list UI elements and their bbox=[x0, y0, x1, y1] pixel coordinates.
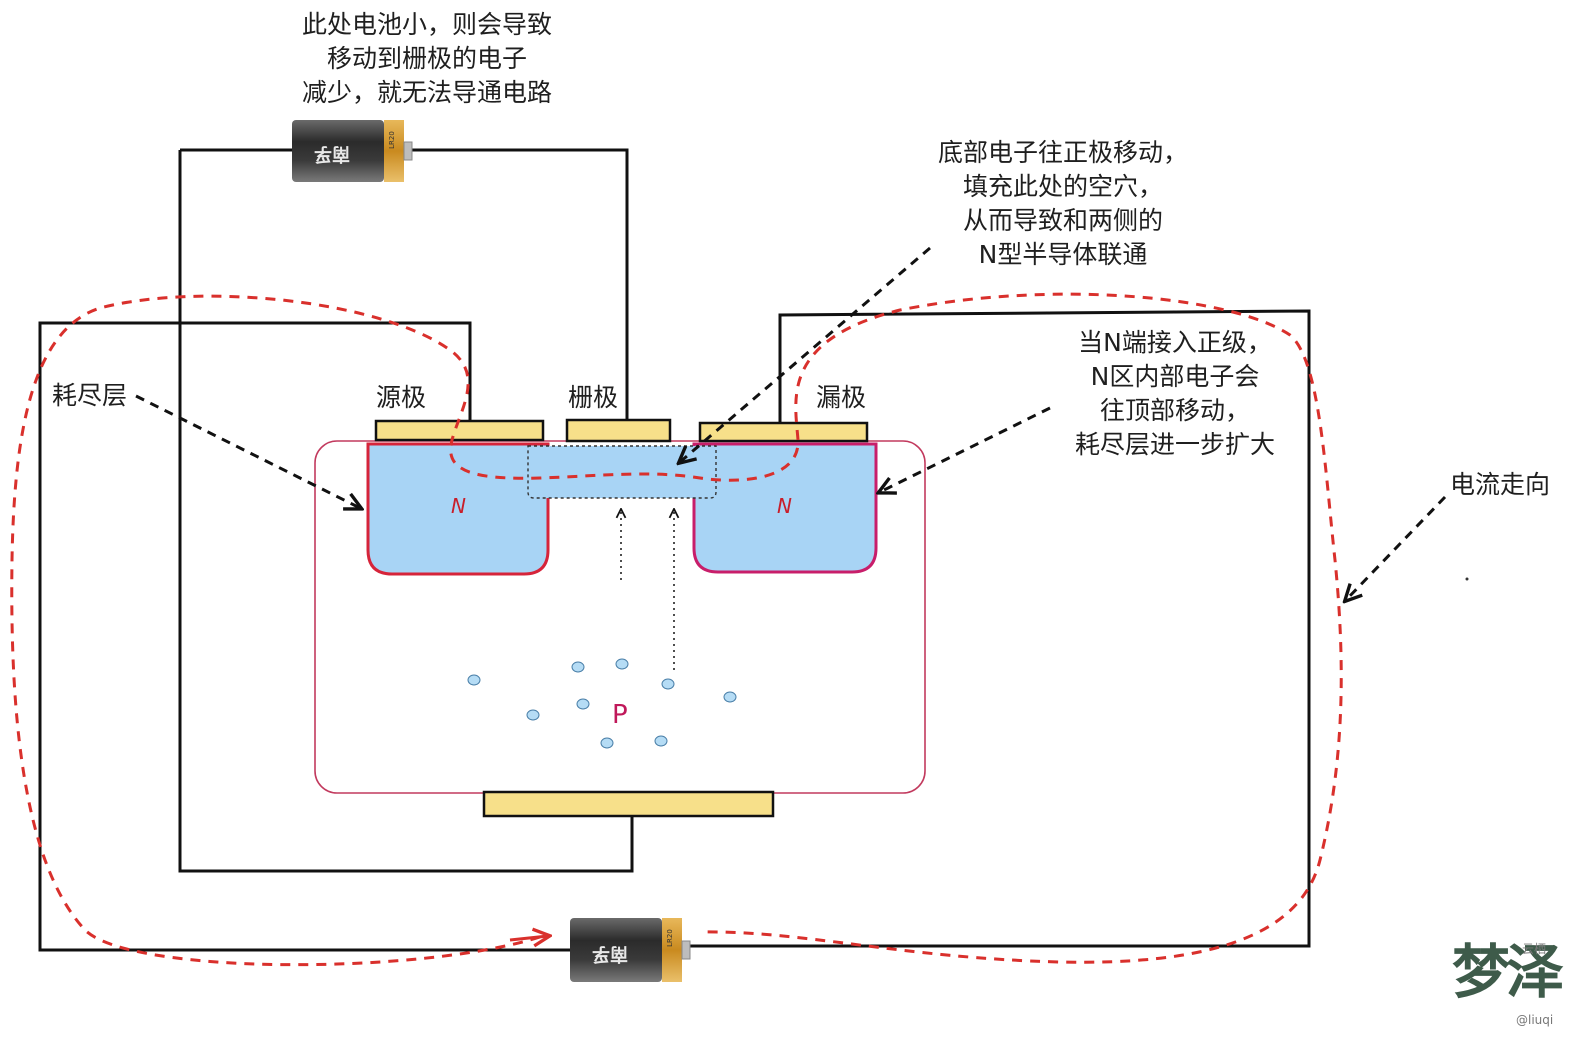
top-battery-note-line: 此处电池小，则会导致 bbox=[301, 10, 552, 39]
battery-model: LR20 bbox=[666, 929, 674, 947]
drain-note-line: 当N端接入正级， bbox=[1078, 328, 1272, 357]
electron bbox=[526, 709, 540, 721]
electron bbox=[576, 698, 590, 710]
body-electrode bbox=[482, 790, 775, 818]
electron bbox=[661, 678, 675, 690]
drain-electrode bbox=[698, 421, 869, 443]
battery-brand: 南孚 bbox=[314, 143, 350, 165]
drain-note: 当N端接入正级， N区内部电子会 往顶部移动， 耗尽层进一步扩大 bbox=[1050, 326, 1300, 462]
electron bbox=[600, 737, 614, 749]
watermark-logo: 梦泽 bbox=[1452, 938, 1564, 1006]
n-region-drain-label: N bbox=[777, 494, 792, 518]
source-electrode bbox=[374, 419, 545, 442]
top-battery-note-line: 移动到栅极的电子 bbox=[326, 44, 527, 73]
top-battery-note-line: 减少，就无法导通电路 bbox=[301, 78, 552, 107]
drain-circuit-wire bbox=[38, 309, 1311, 952]
n-region-source-label: N bbox=[451, 494, 466, 518]
watermark-tag: 云栖 bbox=[1522, 942, 1547, 956]
current-direction-label: 电流走向 bbox=[1450, 470, 1551, 499]
electrons bbox=[467, 658, 737, 749]
n-region-drain bbox=[692, 442, 878, 574]
current-path bbox=[10, 292, 1343, 967]
current-direction-arrow bbox=[1346, 495, 1447, 600]
drain-note-line: 往顶部移动， bbox=[1099, 396, 1250, 425]
electron bbox=[467, 674, 481, 686]
stray-dot bbox=[1465, 577, 1469, 581]
drain-note-line: N区内部电子会 bbox=[1090, 362, 1260, 391]
source-label: 源极 bbox=[376, 383, 427, 412]
electron bbox=[654, 735, 668, 747]
watermark-handle: @liuqi bbox=[1516, 1013, 1554, 1027]
depletion-layer-label: 耗尽层 bbox=[52, 381, 128, 410]
depletion-layer-arrow bbox=[135, 394, 360, 508]
electron bbox=[615, 658, 629, 670]
current-direction-arrowhead bbox=[509, 936, 548, 940]
drain-note-line: 耗尽层进一步扩大 bbox=[1074, 430, 1275, 459]
channel-note-line: N型半导体联通 bbox=[978, 240, 1148, 269]
gate-battery: 南孚 LR20 bbox=[292, 120, 413, 182]
drain-battery: 南孚 LR20 bbox=[570, 918, 691, 982]
channel-note-line: 底部电子往正极移动， bbox=[937, 138, 1188, 167]
battery-model: LR20 bbox=[388, 131, 396, 149]
channel-note-line: 填充此处的空穴， bbox=[962, 172, 1163, 201]
n-channel bbox=[527, 445, 717, 499]
channel-note-arrow bbox=[680, 246, 931, 462]
drain-label: 漏极 bbox=[816, 383, 867, 412]
electron bbox=[571, 661, 585, 673]
gate-electrode bbox=[565, 418, 672, 443]
channel-note: 底部电子往正极移动， 填充此处的空穴， 从而导致和两侧的 N型半导体联通 bbox=[918, 136, 1208, 272]
top-battery-note: 此处电池小，则会导致 移动到栅极的电子 减少，就无法导通电路 bbox=[282, 8, 572, 110]
electron bbox=[723, 691, 737, 703]
p-region-label: P bbox=[612, 700, 628, 730]
gate-circuit-wire bbox=[178, 148, 634, 873]
channel-note-line: 从而导致和两侧的 bbox=[962, 206, 1163, 235]
gate-label: 栅极 bbox=[568, 383, 619, 412]
battery-brand: 南孚 bbox=[592, 943, 628, 965]
